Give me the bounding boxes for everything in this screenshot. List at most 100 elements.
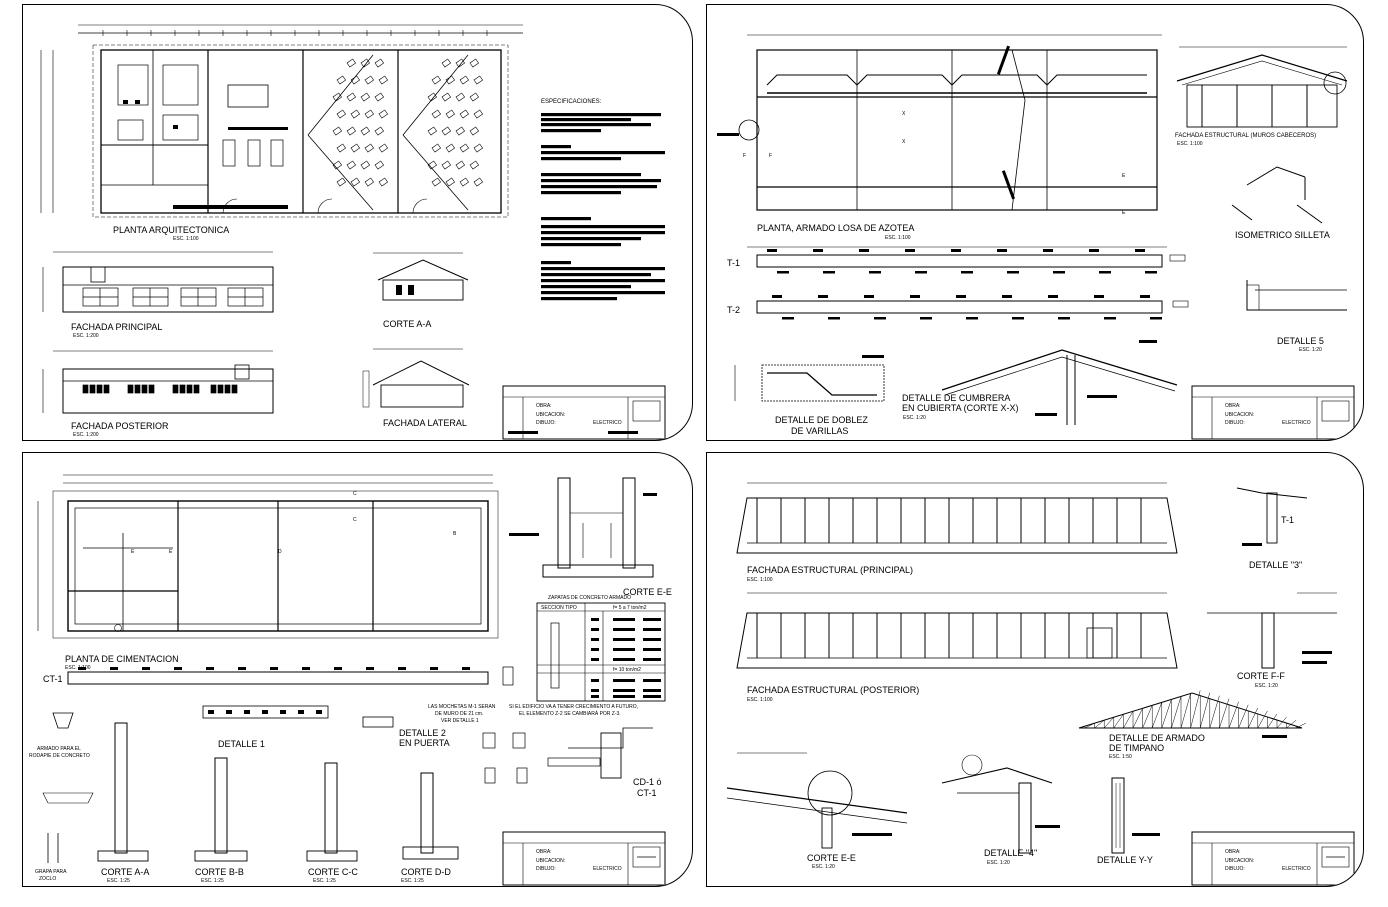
corte-cc-scale: ESC. 1:25 xyxy=(313,878,336,884)
tb-plano: ELECTRICO xyxy=(593,420,622,426)
rear-title: FACHADA POSTERIOR xyxy=(71,421,169,431)
seat xyxy=(336,75,347,85)
svg-text:E: E xyxy=(1122,210,1126,216)
cd1-2: CT-1 xyxy=(637,788,657,798)
ct-tick xyxy=(142,667,150,670)
corte-ff-title: CORTE F-F xyxy=(1237,671,1285,681)
timpano-diagonal xyxy=(1142,705,1153,729)
table-cell xyxy=(613,638,635,641)
tb-dibujo: DIBUJO: xyxy=(1225,866,1245,872)
seat xyxy=(346,58,357,68)
table-cell xyxy=(613,695,635,698)
detalle2-2: EN PUERTA xyxy=(399,738,450,748)
grapa-2: ZOCLO xyxy=(39,876,56,882)
seat xyxy=(431,75,442,85)
seat xyxy=(346,160,357,170)
spec-line xyxy=(541,267,665,271)
seat xyxy=(445,109,456,119)
drawing-architectural: PLANTA ARQUITECTONICA ESC. 1:100 ESPECIF… xyxy=(40,24,666,440)
spec-line xyxy=(541,297,617,301)
seat xyxy=(459,143,470,153)
detail-3: T-1 DETALLE "3" xyxy=(1236,487,1308,570)
detalle2-1: DETALLE 2 xyxy=(399,728,446,738)
found-title: PLANTA DE CIMENTACION xyxy=(65,654,179,664)
ct-tick xyxy=(302,667,310,670)
timpano-diagonal xyxy=(1094,719,1105,729)
det4-scale: ESC. 1:20 xyxy=(987,860,1010,866)
corte-aa-scale: ESC. 1:25 xyxy=(107,878,130,884)
corte-bb-scale: ESC. 1:25 xyxy=(201,878,224,884)
ct-tick xyxy=(238,667,246,670)
seat xyxy=(427,160,438,170)
specifications: ESPECIFICACIONES: xyxy=(541,99,665,301)
ct-tick xyxy=(430,667,438,670)
seat xyxy=(455,58,466,68)
found-scale: ESC. 1:100 xyxy=(65,665,91,671)
beam-label-bar xyxy=(1135,249,1145,252)
mochetas-3: VER DETALLE 1 xyxy=(441,718,479,724)
note-1: SI EL EDIFICIO VA A TENER CRECIMIENTO A … xyxy=(509,704,638,710)
svg-text:E: E xyxy=(169,549,173,555)
specs-title: ESPECIFICACIONES: xyxy=(541,99,602,105)
beam-label-bar xyxy=(997,249,1007,252)
seat xyxy=(360,92,371,102)
table-cell xyxy=(643,679,661,682)
detail-tick xyxy=(298,710,304,714)
section-ee-foundation: CORTE E-E ZAPATAS DE CONCRETO ARMADO xyxy=(509,477,672,601)
beam-label-bar xyxy=(1099,271,1111,274)
window-pane xyxy=(179,384,186,394)
beam-label-bar xyxy=(767,249,777,252)
det5-title: DETALLE 5 xyxy=(1277,336,1324,346)
spec-line xyxy=(541,151,665,155)
armado-2: RODAPIE DE CONCRETO xyxy=(29,753,90,759)
seat xyxy=(378,109,389,119)
timpano-scale: ESC. 1:50 xyxy=(1109,754,1132,760)
seat xyxy=(441,58,452,68)
beam-label-bar xyxy=(1145,271,1157,274)
seat xyxy=(364,177,375,187)
timpano-diagonal xyxy=(1257,710,1268,729)
plan-title: PLANTA ARQUITECTONICA xyxy=(113,225,229,235)
beam-label-bar xyxy=(874,317,886,320)
spec-line xyxy=(541,118,631,122)
note-2: EL ELEMENTO Z-2 SE CAMBIARÁ POR Z-3. xyxy=(519,710,621,717)
seat xyxy=(455,126,466,136)
detail-yy: DETALLE Y-Y xyxy=(1097,777,1160,865)
detail-cumbrera: DETALLE DE CUMBRERA EN CUBIERTA (CORTE X… xyxy=(902,340,1178,425)
detail-tick xyxy=(316,710,322,714)
seat xyxy=(469,92,480,102)
titleblock: OBRA: UBICACION: DIBUJO: ELECTRICO xyxy=(502,385,666,440)
ct-tick xyxy=(366,667,374,670)
table-cell xyxy=(643,618,661,621)
timpano-title-2: DE TIMPANO xyxy=(1109,743,1164,753)
sheet-architectural: PLANTA ARQUITECTONICA ESC. 1:100 ESPECIF… xyxy=(22,4,693,441)
seat xyxy=(332,92,343,102)
beam-label-bar xyxy=(1053,271,1065,274)
seat xyxy=(364,75,375,85)
side-title: FACHADA LATERAL xyxy=(383,418,467,428)
beam-label-bar xyxy=(951,249,961,252)
ct-tick xyxy=(398,667,406,670)
fpost-scale: ESC. 1:100 xyxy=(747,697,773,703)
seat xyxy=(431,177,442,187)
seat xyxy=(360,160,371,170)
struct-scale: ESC. 1:100 xyxy=(1177,141,1203,147)
tb-plano: ELECTRICO xyxy=(1282,866,1311,872)
timpano-diagonal xyxy=(1199,692,1211,729)
beam-label-bar xyxy=(777,271,789,274)
table-cell xyxy=(643,628,661,631)
side-elevation: FACHADA LATERAL xyxy=(362,348,470,428)
mochetas-1: LAS MOCHETAS M-1 SERAN xyxy=(428,704,496,710)
seat xyxy=(473,75,484,85)
seat xyxy=(427,126,438,136)
sheet-roof-structure: X X F F E E PLANTA, ARMADO LOSA DE AZOTE… xyxy=(706,4,1364,441)
window-pane xyxy=(89,384,96,394)
armado-1: ARMADO PARA EL xyxy=(37,746,81,752)
svg-text:C: C xyxy=(353,517,357,523)
seat xyxy=(445,75,456,85)
timpano-diagonal xyxy=(1267,713,1278,729)
drawing-structural-facades: FACHADA ESTRUCTURAL (PRINCIPAL) ESC. 1:1… xyxy=(726,482,1355,886)
drawing-foundation: E E D C C B PLANTA DE CIMENTACION ESC. 1… xyxy=(29,474,672,886)
timpano-diagonal xyxy=(1132,708,1143,729)
titleblock: OBRA: UBICACION: DIBUJO: ELECTRICO xyxy=(502,831,666,886)
